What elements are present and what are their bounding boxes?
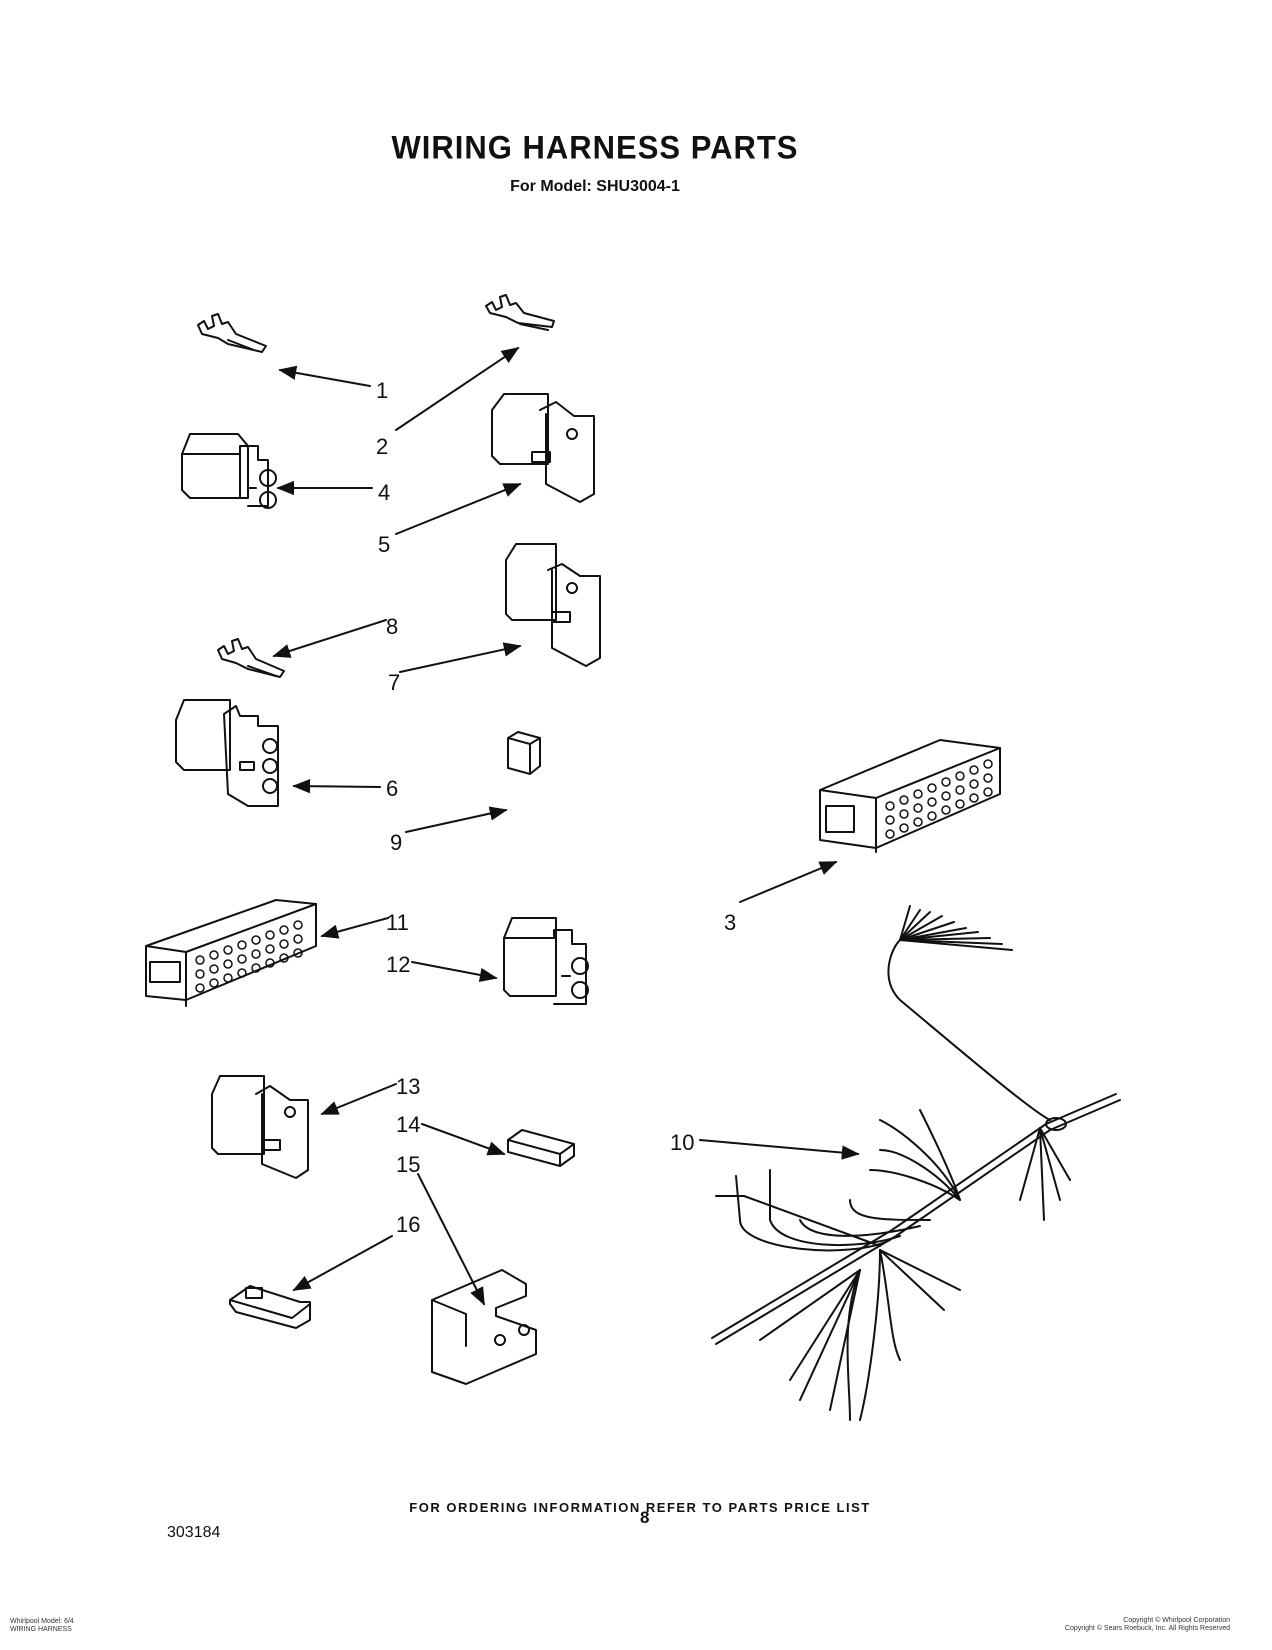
callout-9: 9: [390, 830, 402, 855]
callout-11: 11: [386, 910, 409, 935]
footer-left: Whirlpool Model: 6/4 WIRING HARNESS: [10, 1618, 74, 1634]
part-11-multipin-block: [145, 899, 317, 1007]
ordering-note: FOR ORDERING INFORMATION REFER TO PARTS …: [409, 1500, 871, 1515]
callout-16: 16: [396, 1212, 420, 1237]
page-title: WIRING HARNESS PARTS: [391, 129, 799, 166]
document-number: 303184: [167, 1524, 221, 1541]
callout-10: 10: [670, 1130, 694, 1155]
part-7-connector-housing: [505, 543, 601, 667]
part-3-multipin-block: [819, 739, 1001, 853]
page-number: 8: [640, 1508, 650, 1527]
callout-15: 15: [396, 1152, 420, 1177]
part-16-plug: [229, 1285, 311, 1329]
callout-12: 12: [386, 952, 410, 977]
callout-5: 5: [378, 532, 390, 557]
part-5-connector-housing: [491, 393, 595, 503]
callout-8: 8: [386, 614, 398, 639]
callout-1: 1: [376, 378, 388, 403]
callout-6: 6: [386, 776, 398, 801]
footer-left-line-2: WIRING HARNESS: [10, 1626, 72, 1633]
footer-right: Copyright © Whirlpool Corporation Copyri…: [990, 1617, 1230, 1633]
part-13-connector-housing: [211, 1075, 309, 1179]
footer-right-line-2: Copyright © Sears Roebuck, Inc. All Righ…: [1064, 1625, 1230, 1632]
part-4-connector-housing: [181, 433, 277, 509]
part-2-terminal: [485, 294, 555, 331]
callout-2: 2: [376, 434, 388, 459]
part-1-terminal: [197, 313, 267, 353]
part-8-terminal: [217, 638, 285, 678]
leader-lines: [272, 346, 860, 1306]
callout-13: 13: [396, 1074, 420, 1099]
part-15-block: [431, 1269, 537, 1385]
part-6-connector-housing: [175, 699, 279, 807]
part-10-wiring-harness: [711, 905, 1121, 1421]
part-14-flat-connector: [507, 1129, 575, 1167]
part-12-connector-housing: [503, 917, 589, 1005]
callout-3: 3: [724, 910, 736, 935]
footer-right-line-1: Copyright © Whirlpool Corporation: [1123, 1617, 1230, 1624]
callout-4: 4: [378, 480, 390, 505]
part-9-connector: [507, 731, 541, 775]
callout-7: 7: [388, 670, 400, 695]
model-subtitle: For Model: SHU3004-1: [510, 178, 680, 195]
footer-left-line-1: Whirlpool Model: 6/4: [10, 1618, 74, 1625]
callout-14: 14: [396, 1112, 420, 1137]
